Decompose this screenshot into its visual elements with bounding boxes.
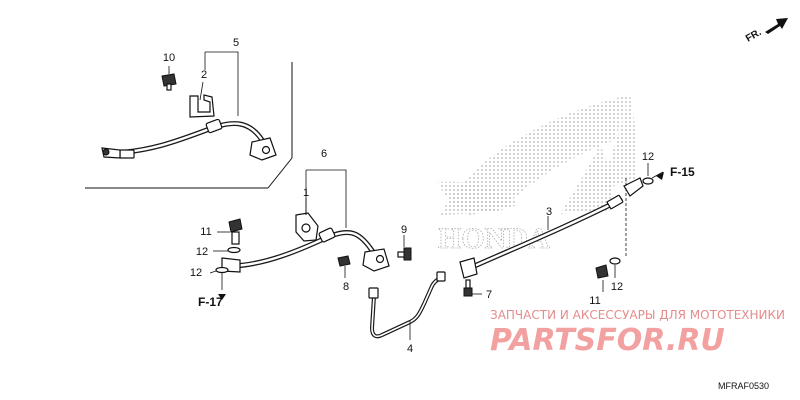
callout-2: 2: [201, 69, 207, 81]
hose-6: [221, 227, 390, 273]
ref-f15: F-15: [670, 165, 695, 179]
callout-12-a: 12: [196, 246, 208, 258]
inset-frame: [85, 62, 293, 189]
hose-5: [101, 118, 277, 161]
bolt-8: [337, 255, 351, 267]
callout-7: 7: [486, 289, 492, 301]
callout-5: 5: [233, 37, 239, 49]
banjo-stack-right: [595, 177, 654, 279]
fr-arrow-icon: [765, 18, 788, 34]
callout-12-c: 12: [642, 151, 654, 163]
fr-label: FR.: [744, 27, 764, 45]
callout-11-left: 11: [200, 226, 211, 238]
callout-6: 6: [321, 148, 327, 160]
hose-5-left-fitting: [119, 149, 135, 159]
bolt-11-left: [228, 218, 243, 233]
washer-12c: [642, 177, 654, 185]
diagram-code: MFRAF0530: [718, 381, 769, 391]
direction-indicator: FR.: [744, 18, 788, 45]
banjo-stack-left: [215, 218, 243, 274]
bolt-9: [397, 247, 412, 261]
callout-10: 10: [163, 52, 175, 64]
watermark-line2: PARTSFOR.RU: [490, 323, 725, 358]
hose-6-right-fitting: [362, 248, 390, 272]
callout-12-b: 12: [190, 267, 202, 279]
clip-1: [295, 212, 319, 242]
watermark: ЗАПЧАСТИ И АКСЕССУАРЫ ДЛЯ МОТОТЕХНИКИ PA…: [490, 308, 785, 358]
hose-3-left-fitting: [459, 257, 478, 279]
washer-12d: [609, 257, 621, 265]
hose-3: [459, 177, 644, 279]
callout-9: 9: [401, 224, 407, 236]
watermark-line1: ЗАПЧАСТИ И АКСЕССУАРЫ ДЛЯ МОТОТЕХНИКИ: [490, 308, 785, 322]
bolt-11-right: [595, 264, 609, 279]
washer-12b: [215, 266, 229, 274]
callout-8: 8: [343, 281, 349, 293]
callout-3: 3: [546, 206, 552, 218]
hose-3-right-fitting: [623, 177, 644, 197]
callout-1: 1: [303, 187, 309, 199]
ref-f17: F-17: [198, 295, 223, 309]
pipe-4: [368, 271, 446, 339]
callout-12-d: 12: [611, 281, 623, 293]
bolt-7: [463, 279, 473, 297]
callout-4: 4: [407, 343, 413, 355]
bolt-10: [161, 73, 177, 91]
washer-12a: [227, 246, 241, 254]
callouts: 5 10 2 6 1 11 12 12 9 8 4 7 3 12 11 12: [163, 37, 654, 355]
honda-wing-logo: HONDA: [438, 95, 637, 255]
leader-lines: [168, 51, 664, 340]
callout-11-right: 11: [589, 295, 600, 307]
clip-2: [189, 94, 215, 118]
